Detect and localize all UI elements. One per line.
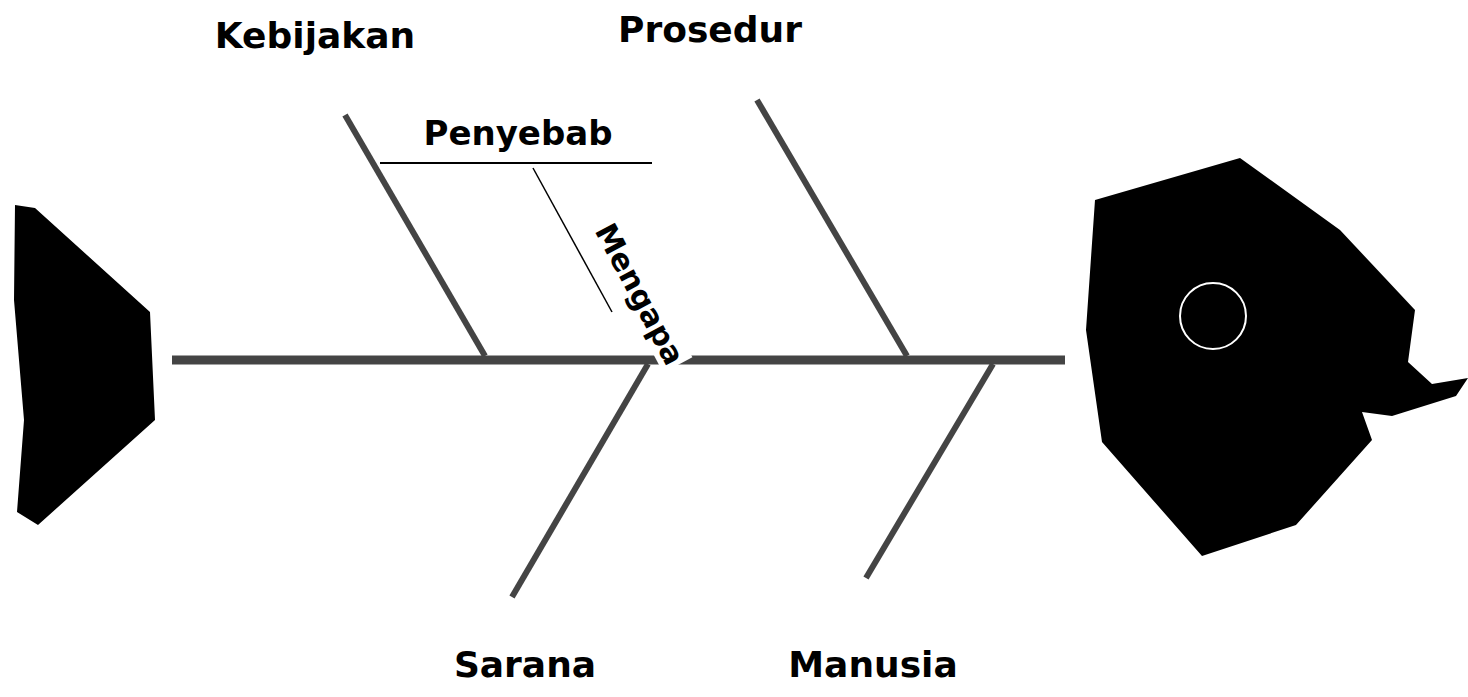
category-label: Kebijakan (215, 16, 415, 56)
fish-bone (757, 100, 907, 356)
fish-eye (1180, 283, 1246, 349)
why-label: Mengapa (588, 215, 693, 373)
fish-tail (14, 205, 155, 525)
fish-spine (172, 356, 1065, 365)
fish-head (1086, 158, 1468, 556)
category-label: Prosedur (618, 10, 802, 50)
category-label: Manusia (788, 645, 957, 685)
cause-underline (380, 162, 652, 164)
category-label: Sarana (454, 645, 596, 685)
fish-bone (512, 364, 648, 597)
fish-bone (866, 364, 993, 578)
cause-label: Penyebab (423, 115, 612, 152)
